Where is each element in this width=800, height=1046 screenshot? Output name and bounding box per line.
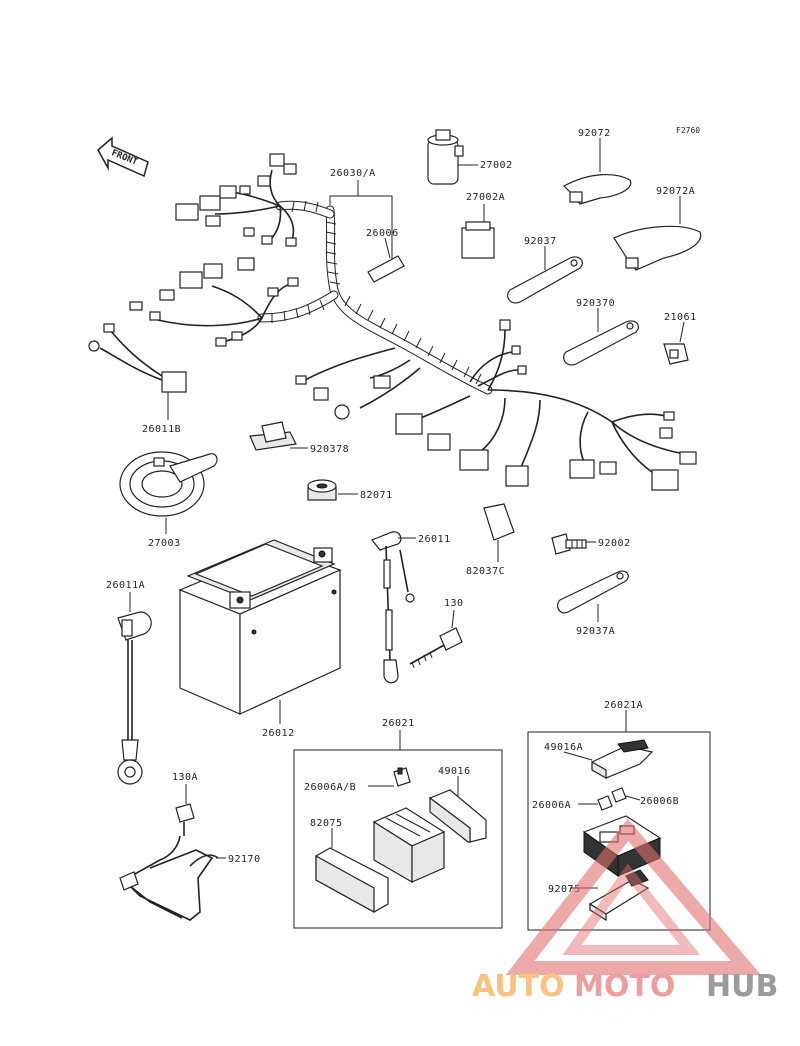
grommet-92071	[307, 479, 337, 501]
label-26011a: 26011A	[106, 580, 145, 591]
bracket-92037a	[556, 570, 629, 614]
cover-92075	[588, 869, 650, 922]
label-26006a: 26006A	[532, 800, 571, 811]
label-27002a: 27002A	[466, 192, 505, 203]
label-26030a: 26030/A	[330, 168, 376, 179]
label-82037c: 82037C	[466, 566, 505, 577]
label-26011: 26011	[418, 534, 451, 545]
label-26006ab: 26006A/B	[304, 782, 356, 793]
label-26021a: 26021A	[604, 700, 643, 711]
label-130a: 130A	[172, 772, 198, 783]
watermark-hub: HUB	[706, 969, 778, 1004]
fuse-26006b	[611, 787, 627, 803]
label-920370: 920370	[576, 298, 615, 309]
label-92037a: 92037A	[576, 626, 615, 637]
battery-holder-92170	[119, 835, 219, 921]
fuse-26006	[367, 255, 405, 283]
bracket-49016	[428, 789, 487, 843]
automotohub-watermark: AUTO MOTO HUB	[472, 818, 778, 1004]
bracket-92037	[507, 256, 583, 304]
band-92072a	[613, 225, 702, 271]
label-92072: 92072	[578, 128, 611, 139]
label-26006b: 26006B	[640, 796, 679, 807]
main-wiring-harness	[129, 153, 697, 491]
label-27002: 27002	[480, 160, 513, 171]
label-21061: 21061	[664, 312, 697, 323]
label-92037: 92037	[524, 236, 557, 247]
front-arrow-icon: FRONT	[97, 136, 149, 178]
bolt-130a	[175, 803, 195, 836]
label-92170: 92170	[228, 854, 261, 865]
battery-26012	[178, 539, 342, 715]
fuse-26006a	[597, 795, 613, 811]
bolt-130	[409, 627, 463, 669]
label-92075: 92075	[548, 884, 581, 895]
clip-920378	[249, 421, 297, 451]
bracket-49016a	[591, 739, 654, 780]
horn-27003	[119, 451, 218, 517]
label-82071: 82071	[360, 490, 393, 501]
relay-27002a	[461, 221, 495, 259]
label-26012: 26012	[262, 728, 295, 739]
watermark-moto: MOTO	[574, 969, 675, 1004]
fuse-block-26021	[372, 807, 446, 884]
label-49016a: 49016A	[544, 742, 583, 753]
fuse-26006ab	[393, 767, 411, 787]
lead-26011a	[117, 611, 152, 785]
bracket-920370	[563, 320, 639, 366]
lead-26011	[371, 531, 415, 684]
watermark-auto: AUTO	[472, 969, 565, 1004]
figure-code: F2760	[676, 126, 700, 135]
lead-26011b	[88, 323, 187, 393]
label-26021: 26021	[382, 718, 415, 729]
label-92072a: 92072A	[656, 186, 695, 197]
band-92072	[563, 174, 632, 205]
kit-box-26021a	[527, 710, 711, 931]
label-26011b: 26011B	[142, 424, 181, 435]
connector-21061	[663, 343, 689, 365]
label-26006: 26006	[366, 228, 399, 239]
label-82075: 82075	[310, 818, 343, 829]
label-92002: 92002	[598, 538, 631, 549]
bolt-92002	[551, 533, 587, 555]
label-27003: 27003	[148, 538, 181, 549]
label-920378: 920378	[310, 444, 349, 455]
relay-27002	[427, 129, 464, 185]
cover-82037c	[483, 503, 515, 541]
label-49016: 49016	[438, 766, 471, 777]
cover-82075	[315, 847, 389, 914]
kit-box-26021	[293, 730, 503, 929]
label-130: 130	[444, 598, 464, 609]
